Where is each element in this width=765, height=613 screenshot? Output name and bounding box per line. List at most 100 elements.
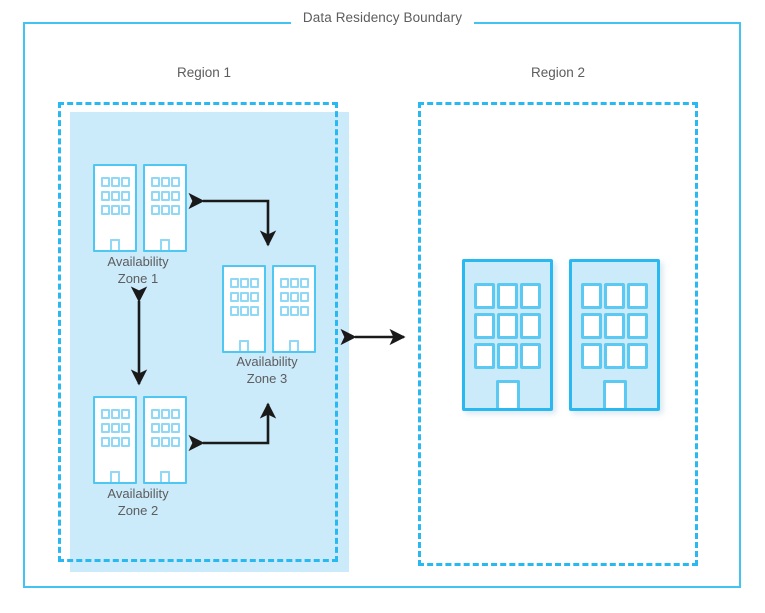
window-icon bbox=[161, 177, 170, 187]
door-icon bbox=[495, 380, 520, 408]
region-2-label: Region 2 bbox=[530, 65, 586, 80]
window-icon bbox=[101, 409, 110, 419]
availability-zone-1-label: Availability Zone 1 bbox=[78, 253, 198, 287]
window-icon bbox=[497, 283, 518, 309]
window-icon bbox=[151, 191, 160, 201]
window-icon bbox=[240, 306, 249, 316]
building-icon bbox=[569, 259, 660, 411]
window-icon bbox=[520, 283, 541, 309]
door-icon bbox=[289, 340, 299, 351]
window-icon bbox=[151, 423, 160, 433]
window-icon bbox=[300, 306, 309, 316]
window-icon bbox=[604, 283, 625, 309]
region-1-boundary bbox=[58, 102, 338, 562]
building-icon bbox=[222, 265, 266, 353]
window-icon bbox=[121, 205, 130, 215]
window-icon bbox=[474, 313, 495, 339]
building-icon bbox=[93, 164, 137, 252]
window-icon bbox=[520, 343, 541, 369]
window-icon bbox=[300, 292, 309, 302]
window-icon bbox=[604, 313, 625, 339]
region-2-boundary bbox=[418, 102, 698, 566]
window-icon bbox=[581, 343, 602, 369]
door-icon bbox=[160, 471, 170, 482]
window-icon bbox=[121, 409, 130, 419]
window-icon bbox=[151, 205, 160, 215]
window-icon bbox=[230, 306, 239, 316]
window-icon bbox=[474, 343, 495, 369]
window-icon bbox=[280, 278, 289, 288]
zone-label-line-2: Zone 3 bbox=[246, 371, 288, 386]
window-icon bbox=[121, 177, 130, 187]
window-icon bbox=[581, 283, 602, 309]
building-icon bbox=[93, 396, 137, 484]
window-icon bbox=[171, 409, 180, 419]
window-icon bbox=[171, 205, 180, 215]
window-icon bbox=[101, 191, 110, 201]
zone-label-line-1: Availability bbox=[107, 486, 169, 501]
window-icon bbox=[121, 423, 130, 433]
window-icon bbox=[101, 437, 110, 447]
window-icon bbox=[627, 283, 648, 309]
window-icon bbox=[290, 278, 299, 288]
zone-label-line-1: Availability bbox=[236, 354, 298, 369]
window-icon bbox=[250, 292, 259, 302]
building-icon bbox=[143, 396, 187, 484]
window-icon bbox=[520, 313, 541, 339]
connector-az3-to-az1 bbox=[188, 192, 277, 247]
availability-zone-2-label: Availability Zone 2 bbox=[78, 485, 198, 519]
window-icon bbox=[121, 191, 130, 201]
window-icon bbox=[101, 423, 110, 433]
window-icon bbox=[171, 423, 180, 433]
window-icon bbox=[240, 278, 249, 288]
window-icon bbox=[627, 343, 648, 369]
window-icon bbox=[151, 177, 160, 187]
door-icon bbox=[160, 239, 170, 250]
zone-label-line-2: Zone 2 bbox=[117, 503, 159, 518]
window-icon bbox=[161, 205, 170, 215]
window-icon bbox=[171, 437, 180, 447]
window-icon bbox=[604, 343, 625, 369]
window-icon bbox=[230, 278, 239, 288]
zone-label-line-1: Availability bbox=[107, 254, 169, 269]
window-icon bbox=[627, 313, 648, 339]
availability-zone-3-label: Availability Zone 3 bbox=[207, 353, 327, 387]
window-icon bbox=[111, 437, 120, 447]
window-icon bbox=[474, 283, 495, 309]
window-icon bbox=[101, 177, 110, 187]
window-icon bbox=[280, 306, 289, 316]
window-icon bbox=[230, 292, 239, 302]
window-icon bbox=[111, 177, 120, 187]
door-icon bbox=[110, 471, 120, 482]
window-icon bbox=[121, 437, 130, 447]
window-icon bbox=[101, 205, 110, 215]
window-icon bbox=[111, 423, 120, 433]
door-icon bbox=[110, 239, 120, 250]
connector-az2-to-az3 bbox=[188, 402, 277, 452]
window-icon bbox=[151, 437, 160, 447]
window-icon bbox=[161, 437, 170, 447]
building-icon bbox=[462, 259, 553, 411]
window-icon bbox=[161, 423, 170, 433]
window-icon bbox=[240, 292, 249, 302]
window-icon bbox=[497, 343, 518, 369]
window-icon bbox=[250, 278, 259, 288]
region-1-label: Region 1 bbox=[176, 65, 232, 80]
window-icon bbox=[161, 409, 170, 419]
window-icon bbox=[497, 313, 518, 339]
door-icon bbox=[602, 380, 627, 408]
window-icon bbox=[111, 409, 120, 419]
window-icon bbox=[111, 191, 120, 201]
window-icon bbox=[250, 306, 259, 316]
window-icon bbox=[161, 191, 170, 201]
window-icon bbox=[280, 292, 289, 302]
window-icon bbox=[151, 409, 160, 419]
building-icon bbox=[272, 265, 316, 353]
window-icon bbox=[300, 278, 309, 288]
window-icon bbox=[171, 177, 180, 187]
door-icon bbox=[239, 340, 249, 351]
window-icon bbox=[290, 292, 299, 302]
zone-label-line-2: Zone 1 bbox=[117, 271, 159, 286]
